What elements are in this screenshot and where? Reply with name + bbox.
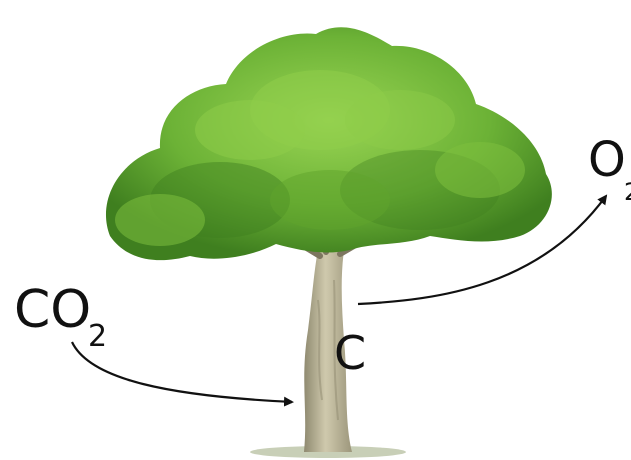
carbon-label: C (334, 330, 366, 376)
co2-subscript: 2 (88, 322, 107, 352)
tree-canopy (106, 27, 552, 260)
co2-label: CO (14, 284, 91, 336)
o2-label: O (588, 136, 626, 184)
o2-subscript: 2 (624, 180, 631, 204)
